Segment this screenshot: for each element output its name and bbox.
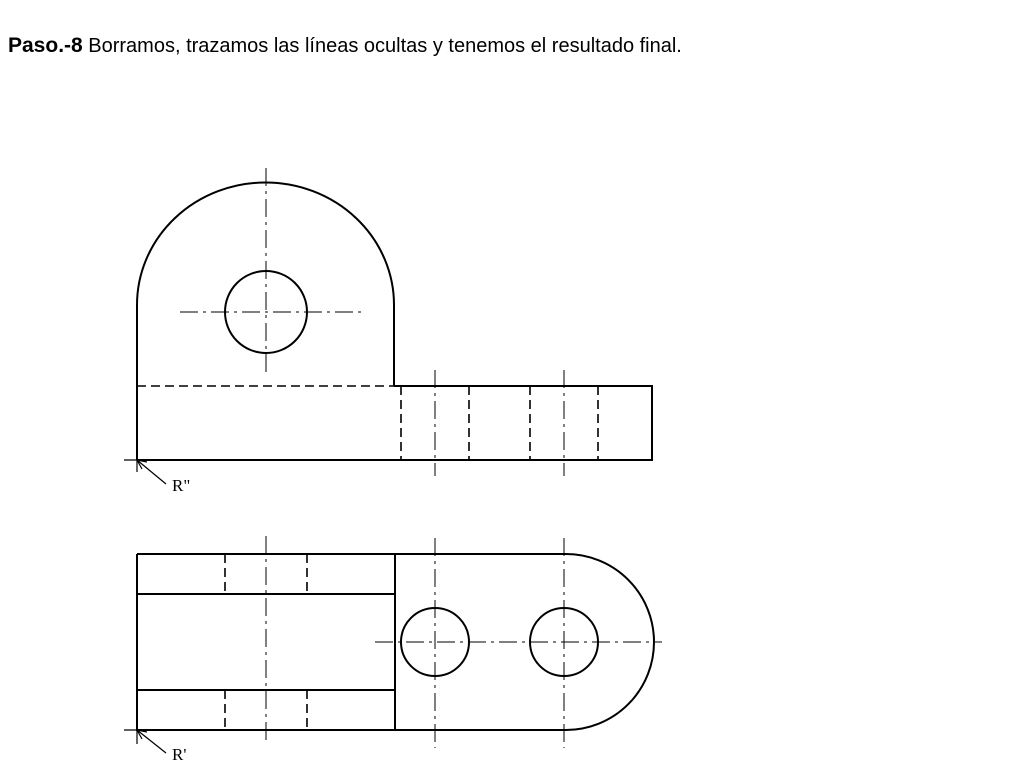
step-label: Paso.-8 [8, 34, 83, 57]
front-view: R" [124, 168, 653, 495]
step-description: Borramos, trazamos las líneas ocultas y … [82, 35, 682, 57]
front-reference-leader [136, 459, 167, 485]
top-reference-leader [136, 729, 167, 754]
top-outline [136, 553, 655, 731]
front-reference-label: R" [172, 476, 190, 495]
top-reference-label: R' [172, 745, 186, 764]
slide-title: Paso.-8 Borramos, trazamos las líneas oc… [8, 34, 682, 58]
front-base-outline [137, 385, 653, 461]
top-view: R' [124, 536, 662, 764]
top-slot [137, 593, 396, 691]
